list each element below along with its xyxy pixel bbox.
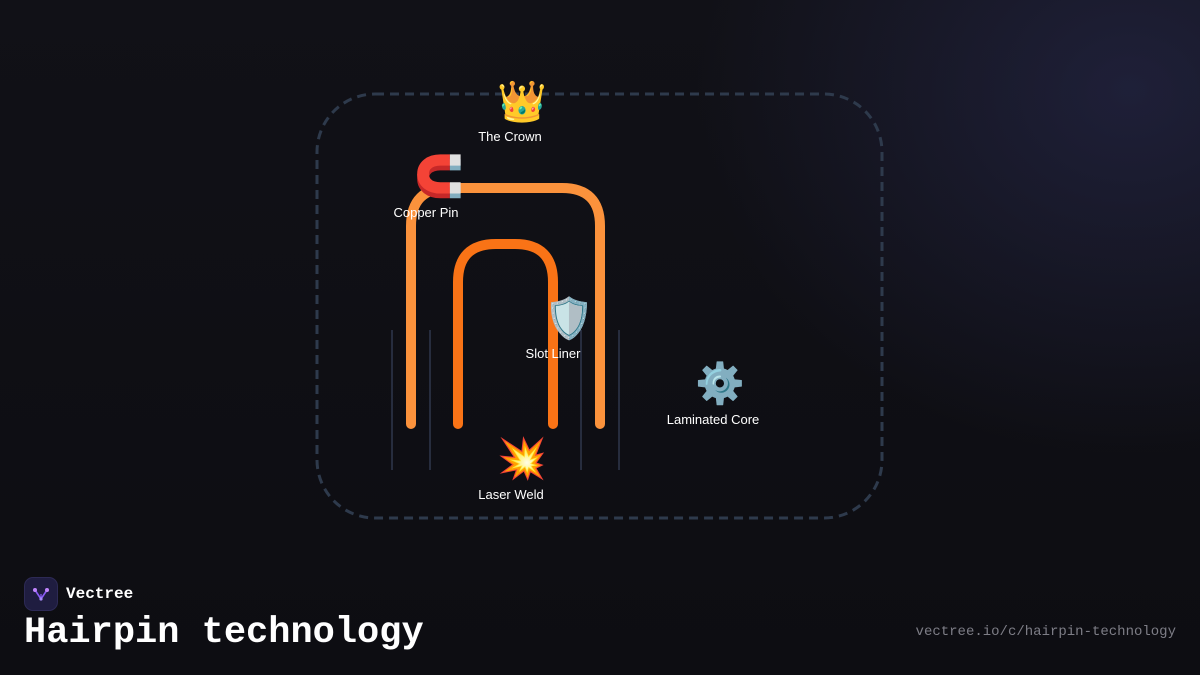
- gear-icon: ⚙️: [695, 360, 745, 407]
- outer-hairpin: [406, 183, 605, 429]
- node-label-slot-liner: Slot Liner: [526, 346, 582, 361]
- collision-icon: 💥: [497, 435, 547, 482]
- brand[interactable]: Vectree: [24, 577, 133, 611]
- crown-icon: 👑: [497, 79, 547, 125]
- inner-hairpin: [453, 239, 558, 429]
- node-label-laser-weld: Laser Weld: [478, 487, 544, 502]
- node-label-laminated-core: Laminated Core: [667, 412, 760, 427]
- magnet-icon: 🧲: [414, 153, 464, 200]
- node-copper-pin: 🧲 Copper Pin: [393, 153, 463, 220]
- node-crown: 👑 The Crown: [478, 79, 547, 144]
- brand-name: Vectree: [66, 585, 134, 603]
- vectree-logo-icon: [24, 577, 58, 611]
- node-slot-liner: 🛡️ Slot Liner: [526, 295, 594, 361]
- diagram-frame: [315, 92, 884, 520]
- page-url[interactable]: vectree.io/c/hairpin-technology: [915, 624, 1176, 640]
- node-laser-weld: 💥 Laser Weld: [478, 435, 547, 502]
- node-label-crown: The Crown: [478, 129, 542, 144]
- node-label-copper-pin: Copper Pin: [393, 205, 458, 220]
- shield-icon: 🛡️: [544, 295, 594, 342]
- page-title: Hairpin technology: [24, 612, 424, 654]
- node-laminated-core: ⚙️ Laminated Core: [667, 360, 760, 427]
